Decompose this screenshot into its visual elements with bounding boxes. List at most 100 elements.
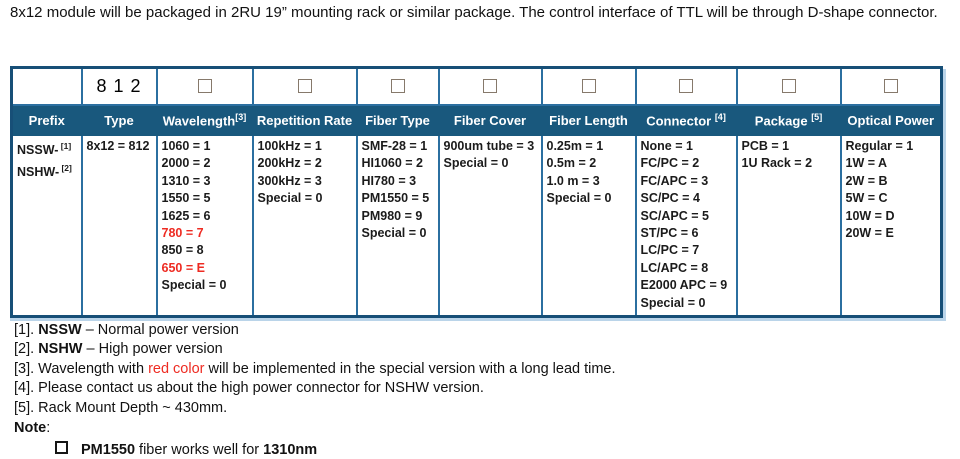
footnote-text: [4]. Please contact us about the high po…	[14, 380, 484, 397]
option-line: FC/APC = 3	[641, 173, 734, 190]
option-text: Special = 0	[257, 191, 323, 206]
option-text: 300kHz = 3	[257, 173, 322, 188]
note-line: PM1550 fiber works well for 1310nm	[14, 441, 317, 458]
option-text: SC/PC = 4	[640, 191, 700, 206]
option-text: 1.0 m = 3	[546, 173, 600, 188]
option-line: 1625 = 6	[162, 208, 250, 225]
type-code-cell: 8 1 2	[80, 66, 158, 106]
footnote-text: [2].	[14, 341, 39, 358]
option-text: 0.5m = 2	[546, 156, 597, 171]
column-header-connector: Connector [4]	[634, 104, 738, 136]
checkbox-icon[interactable]	[390, 79, 405, 94]
checkbox-icon[interactable]	[883, 79, 898, 94]
option-line: 850 = 8	[162, 242, 250, 259]
checkbox-icon[interactable]	[679, 79, 693, 94]
data-row: NSSW- [1] NSHW- [2] 8x12 = 812 1060 = 1 2000…	[10, 134, 943, 318]
option-line: Special = 0	[162, 277, 250, 294]
column-header-label: Package	[754, 113, 808, 129]
column-header-fiber-cover: Fiber Cover	[437, 104, 543, 136]
checkbox-icon[interactable]	[581, 79, 596, 94]
options-cell-repetition-rate: 100kHz = 1 200kHz = 2 300kHz = 3 Special = …	[251, 134, 358, 318]
option-line: NSHW- [2]	[17, 160, 79, 182]
option-text: 2000 = 2	[161, 156, 211, 171]
option-line: 780 = 7	[162, 225, 250, 242]
option-text: 200kHz = 2	[257, 156, 322, 171]
note-colon: :	[46, 420, 51, 436]
options-cell-package: PCB = 1 1U Rack = 2	[735, 134, 842, 318]
option-text: 1310 = 3	[161, 173, 211, 188]
option-line: 2W = B	[846, 173, 939, 190]
options-cell-prefix: NSSW- [1] NSHW- [2]	[10, 134, 83, 318]
option-line: HI1060 = 2	[362, 155, 436, 172]
option-line: None = 1	[641, 138, 734, 155]
option-line: Special = 0	[362, 225, 436, 242]
checkbox-cell	[155, 66, 254, 106]
option-line: LC/APC = 8	[641, 260, 734, 277]
option-text: FC/APC = 3	[640, 173, 709, 188]
footnote-line: [2]. NSHW – High power version	[14, 340, 616, 359]
option-line: Special = 0	[641, 295, 734, 312]
option-line: 650 = E	[162, 260, 250, 277]
option-text: NSSW-	[17, 143, 59, 158]
option-text: LC/APC = 8	[640, 260, 709, 275]
checkbox-cell	[839, 66, 943, 106]
option-line: Special = 0	[547, 190, 633, 207]
checkbox-icon[interactable]	[297, 79, 312, 94]
footnotes: [1]. NSSW – Normal power version[2]. NSH…	[14, 321, 616, 418]
checkbox-cell	[540, 66, 637, 106]
option-line: PM1550 = 5	[362, 190, 436, 207]
checkbox-cell	[634, 66, 738, 106]
footnote-line: [5]. Rack Mount Depth ~ 430mm.	[14, 399, 616, 418]
option-line: 1310 = 3	[162, 173, 250, 190]
option-text: FC/PC = 2	[640, 156, 700, 171]
option-text: 1U Rack = 2	[741, 156, 813, 171]
checkbox-icon[interactable]	[781, 79, 796, 94]
option-text: ST/PC = 6	[640, 226, 699, 241]
column-header-package: Package [5]	[735, 104, 842, 136]
option-text: 5W = C	[845, 191, 888, 206]
option-line: 0.5m = 2	[547, 155, 633, 172]
empty-code-cell	[10, 66, 83, 106]
checkbox-icon[interactable]	[483, 79, 497, 94]
column-header-label: Type	[104, 112, 134, 128]
option-text: Special = 0	[361, 226, 427, 241]
note-section: Note: PM1550 fiber works well for 1310nm	[14, 420, 317, 458]
checkbox-icon[interactable]	[197, 79, 212, 94]
column-header-type: Type	[80, 104, 158, 136]
option-text: PCB = 1	[741, 139, 790, 153]
option-line: 1W = A	[846, 155, 939, 172]
column-header-label: Connector	[646, 113, 712, 129]
option-text: 0.25m = 1	[546, 139, 604, 153]
option-text: 780 = 7	[161, 226, 204, 241]
footnote-text: – Normal power version	[81, 322, 239, 338]
option-line: 10W = D	[846, 208, 939, 225]
option-text: Special = 0	[640, 295, 706, 310]
column-header-label: Fiber Cover	[453, 112, 527, 128]
option-text: Special = 0	[161, 278, 227, 293]
header-footnote-ref: [4]	[714, 111, 726, 122]
option-text: HI1060 = 2	[361, 156, 424, 171]
option-line: 0.25m = 1	[547, 138, 633, 155]
footnote-line: [3]. Wavelength with red color will be i…	[14, 360, 616, 379]
option-line: HI780 = 3	[362, 173, 436, 190]
note-title: Note:	[14, 420, 317, 436]
column-header-repetition-rate: Repetition Rate	[251, 104, 358, 136]
option-line: 300kHz = 3	[258, 173, 354, 190]
column-header-label: Wavelength	[162, 113, 236, 129]
checkbox-cell	[735, 66, 842, 106]
option-line: 1U Rack = 2	[742, 155, 838, 172]
option-text: Special = 0	[546, 191, 612, 206]
option-text: 1060 = 1	[161, 139, 211, 153]
option-line: 8x12 = 812	[87, 138, 154, 155]
option-text: 100kHz = 1	[257, 139, 322, 153]
option-line: 20W = E	[846, 225, 939, 242]
option-text: LC/PC = 7	[640, 243, 700, 258]
option-line: SC/PC = 4	[641, 190, 734, 207]
column-header-prefix: Prefix	[10, 104, 83, 136]
option-line: 5W = C	[846, 190, 939, 207]
prefix-footnote-ref: [1]	[58, 141, 72, 151]
prefix-footnote-ref: [2]	[59, 162, 72, 173]
